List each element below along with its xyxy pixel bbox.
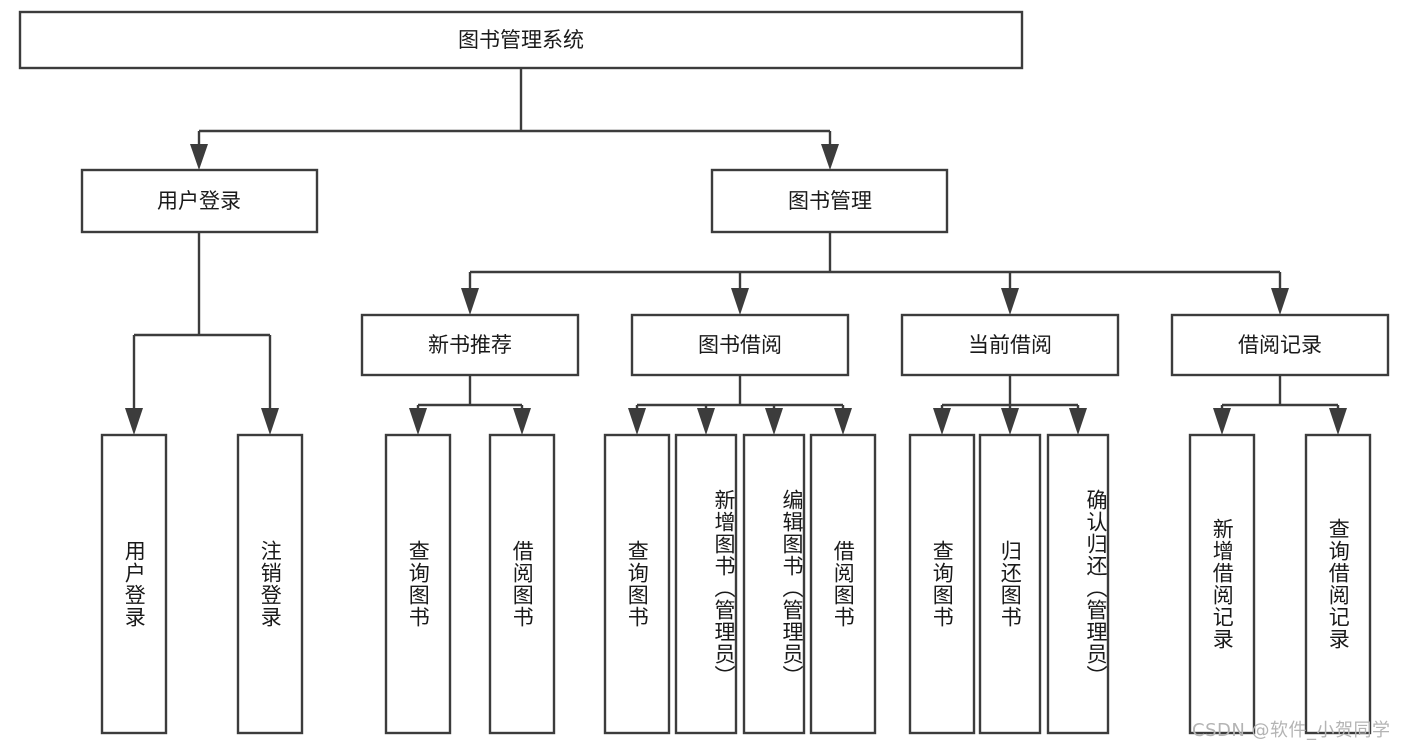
connector-new-book-to-leaves bbox=[409, 375, 531, 435]
leaf-box-bb-add-book[interactable] bbox=[674, 433, 738, 735]
leaf-box-bb-query-book[interactable] bbox=[603, 433, 671, 735]
arrow-head-br-2 bbox=[1329, 408, 1347, 435]
arrow-head-bb-1 bbox=[628, 408, 646, 435]
node-label-book-management: 图书管理 bbox=[788, 189, 872, 213]
node-label-root: 图书管理系统 bbox=[458, 28, 584, 52]
node-label-borrow-record: 借阅记录 bbox=[1238, 333, 1322, 357]
watermark-text: CSDN @软件_小贺同学 bbox=[1192, 720, 1391, 741]
arrow-head-cb-1 bbox=[933, 408, 951, 435]
node-box-current-borrow[interactable] bbox=[900, 313, 1120, 377]
node-label-user-login: 用户登录 bbox=[157, 189, 241, 213]
arrow-head-cb-2 bbox=[1001, 408, 1019, 435]
connector-book-borrow-to-leaves bbox=[628, 375, 852, 435]
node-box-new-book-recommend[interactable] bbox=[360, 313, 580, 377]
arrow-head-cb-3 bbox=[1069, 408, 1087, 435]
leaf-box-br-query-record[interactable] bbox=[1304, 433, 1372, 735]
arrow-head-br-1 bbox=[1213, 408, 1231, 435]
node-book-borrow[interactable]: 图书借阅 bbox=[630, 313, 850, 377]
leaf-box-logout[interactable] bbox=[236, 433, 304, 735]
node-box-borrow-record[interactable] bbox=[1170, 313, 1390, 377]
arrow-head-nb-2 bbox=[513, 408, 531, 435]
leaf-box-cb-return-book[interactable] bbox=[978, 433, 1042, 735]
arrow-head-leaf-user-login bbox=[125, 408, 143, 435]
node-book-management[interactable]: 图书管理 bbox=[710, 168, 949, 234]
arrow-head-new-book bbox=[461, 288, 479, 315]
arrow-head-bb-2 bbox=[697, 408, 715, 435]
arrow-head-book-mgmt bbox=[821, 144, 839, 170]
node-root-system[interactable]: 图书管理系统 bbox=[18, 10, 1024, 70]
leaf-box-bb-borrow-book[interactable] bbox=[809, 433, 877, 735]
arrow-head-current-borrow bbox=[1001, 288, 1019, 315]
connector-book-mgmt-to-level3 bbox=[461, 232, 1289, 315]
leaf-box-user-login[interactable] bbox=[100, 433, 168, 735]
node-box-root[interactable] bbox=[18, 10, 1024, 70]
node-label-current-borrow: 当前借阅 bbox=[968, 333, 1052, 357]
node-new-book-recommend[interactable]: 新书推荐 bbox=[360, 313, 580, 377]
node-box-book-management[interactable] bbox=[710, 168, 949, 234]
arrow-head-nb-1 bbox=[409, 408, 427, 435]
node-borrow-record[interactable]: 借阅记录 bbox=[1170, 313, 1390, 377]
leaf-box-nb-borrow-book[interactable] bbox=[488, 433, 556, 735]
arrow-head-book-borrow bbox=[731, 288, 749, 315]
connector-borrow-record-to-leaves bbox=[1213, 375, 1347, 435]
node-current-borrow[interactable]: 当前借阅 bbox=[900, 313, 1120, 377]
leaf-box-cb-query-book[interactable] bbox=[908, 433, 976, 735]
leaf-box-br-add-record[interactable] bbox=[1188, 433, 1256, 735]
node-label-new-book-recommend: 新书推荐 bbox=[428, 333, 512, 357]
node-label-book-borrow: 图书借阅 bbox=[698, 333, 782, 357]
arrow-head-user-login bbox=[190, 144, 208, 170]
node-box-book-borrow[interactable] bbox=[630, 313, 850, 377]
leaf-box-cb-confirm-return[interactable] bbox=[1046, 433, 1110, 735]
leaf-box-bb-edit-book[interactable] bbox=[742, 433, 806, 735]
connector-user-login-to-leaves bbox=[125, 232, 279, 435]
leaf-box-nb-query-book[interactable] bbox=[384, 433, 452, 735]
arrow-head-bb-3 bbox=[765, 408, 783, 435]
arrow-head-borrow-record bbox=[1271, 288, 1289, 315]
arrow-head-bb-4 bbox=[834, 408, 852, 435]
node-user-login[interactable]: 用户登录 bbox=[80, 168, 319, 234]
connector-root-to-level2 bbox=[190, 68, 839, 170]
arrow-head-leaf-logout bbox=[261, 408, 279, 435]
connector-current-borrow-to-leaves bbox=[933, 375, 1087, 435]
